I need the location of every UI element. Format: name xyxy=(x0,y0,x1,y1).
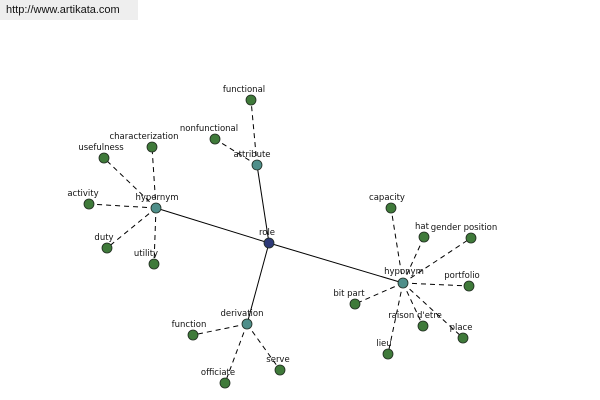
leaf-node-nonfunctional[interactable]: nonfunctional xyxy=(180,124,238,145)
hub-node-label: hypernym xyxy=(135,193,178,203)
hub-node-circle[interactable] xyxy=(150,202,162,214)
hub-node-label: hyponym xyxy=(384,267,424,277)
edge-attribute-functional xyxy=(250,99,258,166)
leaf-node-place[interactable]: place xyxy=(450,323,473,344)
edge-hyponym-portfolio xyxy=(402,282,470,287)
leaf-node-label: serve xyxy=(266,355,289,365)
edge-derivation-serve xyxy=(246,323,281,371)
leaf-node-label: place xyxy=(450,323,473,333)
hub-node-hyponym[interactable]: hyponym xyxy=(384,267,424,289)
hub-node-circle[interactable] xyxy=(251,159,263,171)
leaf-node-circle[interactable] xyxy=(209,133,221,145)
leaf-node-label: utility xyxy=(134,249,158,259)
hub-node-label: derivation xyxy=(220,309,263,319)
leaf-node-label: functional xyxy=(223,85,265,95)
leaf-node-usefulness[interactable]: usefulness xyxy=(78,143,124,164)
leaf-node-label: raison d'etre xyxy=(388,311,442,321)
graph-edges xyxy=(88,99,472,384)
source-url-banner[interactable]: http://www.artikata.com xyxy=(0,0,138,20)
leaf-node-label: function xyxy=(172,320,207,330)
edge-derivation-function xyxy=(192,323,248,336)
edge-role-derivation xyxy=(246,242,270,325)
leaf-node-circle[interactable] xyxy=(245,94,257,106)
leaf-node-raison-detre[interactable]: raison d'etre xyxy=(388,311,442,332)
leaf-node-characterization[interactable]: characterization xyxy=(109,132,179,153)
hub-node-hypernym[interactable]: hypernym xyxy=(135,193,179,214)
hub-node-derivation[interactable]: derivation xyxy=(220,309,264,330)
leaf-node-function[interactable]: function xyxy=(172,320,207,341)
edge-hypernym-usefulness xyxy=(103,157,157,209)
edge-hyponym-place xyxy=(402,282,464,339)
leaf-node-circle[interactable] xyxy=(98,152,110,164)
edge-hyponym-lieu xyxy=(387,282,404,355)
center-node-label: role xyxy=(259,228,275,238)
leaf-node-portfolio[interactable]: portfolio xyxy=(444,271,480,292)
leaf-node-label: activity xyxy=(67,189,98,199)
leaf-node-label: duty xyxy=(94,233,113,243)
leaf-node-circle[interactable] xyxy=(274,364,286,376)
leaf-node-circle[interactable] xyxy=(187,329,199,341)
hub-node-circle[interactable] xyxy=(241,318,253,330)
leaf-node-label: usefulness xyxy=(78,143,124,153)
leaf-node-officiate[interactable]: officiate xyxy=(201,368,235,389)
leaf-node-label: bit part xyxy=(333,289,365,299)
leaf-node-circle[interactable] xyxy=(83,198,95,210)
leaf-node-label: hat xyxy=(415,222,430,232)
leaf-node-circle[interactable] xyxy=(418,231,430,243)
leaf-node-activity[interactable]: activity xyxy=(67,189,99,210)
edge-hyponym-raison-detre xyxy=(402,282,424,327)
leaf-node-circle[interactable] xyxy=(457,332,469,344)
leaf-node-duty[interactable]: duty xyxy=(94,233,114,254)
leaf-node-gender-position[interactable]: gender position xyxy=(431,223,498,244)
leaf-node-functional[interactable]: functional xyxy=(223,85,265,106)
leaf-node-circle[interactable] xyxy=(148,258,160,270)
leaf-node-circle[interactable] xyxy=(146,141,158,153)
leaf-node-label: portfolio xyxy=(444,271,480,281)
center-node-circle[interactable] xyxy=(263,237,275,249)
edge-hyponym-capacity xyxy=(390,207,404,284)
hub-node-circle[interactable] xyxy=(397,277,409,289)
leaf-node-label: officiate xyxy=(201,368,235,378)
leaf-node-circle[interactable] xyxy=(385,202,397,214)
leaf-node-bit-part[interactable]: bit part xyxy=(333,289,365,310)
center-node-role[interactable]: role xyxy=(259,228,275,249)
leaf-node-label: nonfunctional xyxy=(180,124,238,134)
edge-derivation-officiate xyxy=(224,323,248,384)
edge-hypernym-activity xyxy=(88,203,157,209)
edge-role-attribute xyxy=(256,164,270,244)
leaf-node-label: lieu xyxy=(376,339,391,349)
leaf-node-label: gender position xyxy=(431,223,498,233)
leaf-node-serve[interactable]: serve xyxy=(266,355,290,376)
leaf-node-capacity[interactable]: capacity xyxy=(369,193,405,214)
leaf-node-circle[interactable] xyxy=(417,320,429,332)
leaf-node-lieu[interactable]: lieu xyxy=(376,339,394,360)
hub-node-attribute[interactable]: attribute xyxy=(233,150,271,171)
leaf-node-circle[interactable] xyxy=(463,280,475,292)
hub-node-label: attribute xyxy=(233,150,270,160)
edge-hypernym-characterization xyxy=(151,146,157,209)
edge-hyponym-gender-position xyxy=(402,237,472,284)
leaf-node-circle[interactable] xyxy=(349,298,361,310)
leaf-node-utility[interactable]: utility xyxy=(134,249,160,270)
leaf-node-hat[interactable]: hat xyxy=(415,222,430,243)
edge-role-hyponym xyxy=(268,242,404,284)
leaf-node-circle[interactable] xyxy=(465,232,477,244)
leaf-node-circle[interactable] xyxy=(101,242,113,254)
leaf-node-circle[interactable] xyxy=(219,377,231,389)
graph-nodes: functional nonfunctional usefulnesscharact… xyxy=(67,85,498,389)
leaf-node-label: characterization xyxy=(109,132,178,142)
leaf-node-circle[interactable] xyxy=(382,348,394,360)
edge-role-hypernym xyxy=(155,207,270,244)
leaf-node-label: capacity xyxy=(369,193,405,203)
edge-hypernym-duty xyxy=(106,207,157,249)
edge-hypernym-utility xyxy=(153,207,157,265)
